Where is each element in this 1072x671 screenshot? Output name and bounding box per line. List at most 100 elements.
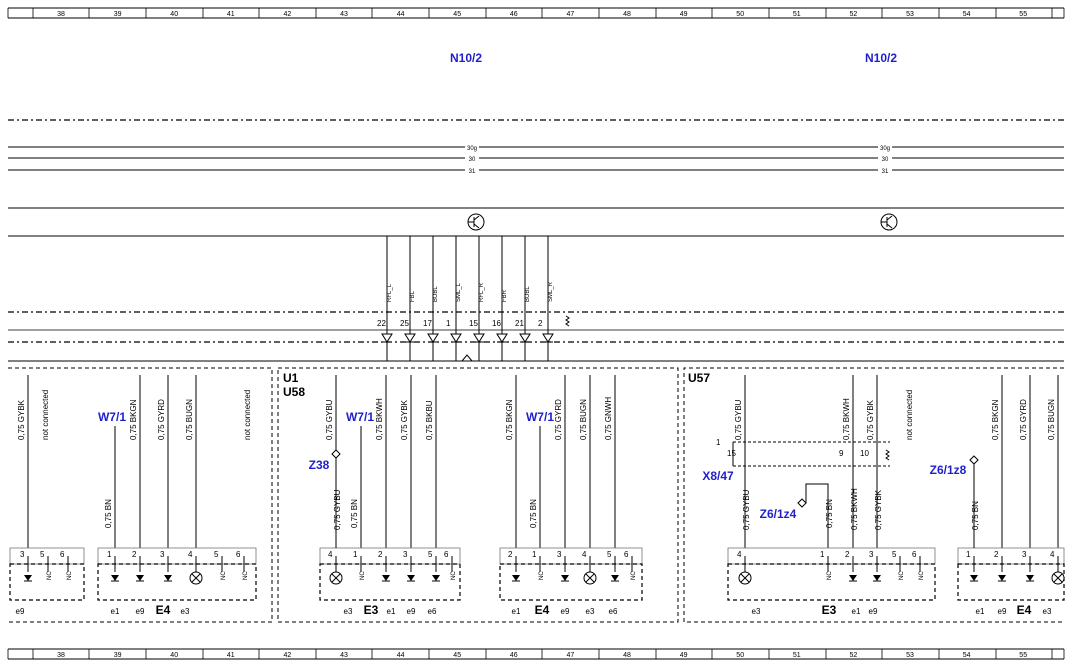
- ref-w7-1-mid: W7/1: [346, 410, 374, 424]
- x8-pin-15: 15: [727, 449, 736, 458]
- wire-label: 0,75 BN: [529, 499, 538, 528]
- lamp-label: e1: [387, 607, 396, 616]
- lamp-label: e1: [111, 607, 120, 616]
- wire-label: 0,75 BUGN: [185, 399, 194, 440]
- grid-number: 46: [510, 652, 518, 659]
- lamp-label: e3: [752, 607, 761, 616]
- nc-marker: NC: [631, 571, 637, 580]
- wire-label: 0,75 BN: [971, 501, 980, 530]
- led-icon: [970, 575, 978, 581]
- bus-label-30-r: 30: [882, 157, 889, 163]
- wire-label: 0,75 BKWH: [850, 488, 859, 530]
- wire-label: 0,75 BKWH: [842, 398, 851, 440]
- connector-housing: [319, 547, 461, 565]
- splice-wire: [805, 483, 829, 503]
- signal-name: BUBL: [433, 286, 439, 302]
- pin-number: 6: [624, 550, 629, 559]
- x8-pin-9: 9: [839, 449, 844, 458]
- signal-name: RFL_L: [387, 283, 393, 302]
- grid-number: 53: [906, 11, 914, 18]
- lamp-label: e1: [976, 607, 985, 616]
- grid-number: 49: [680, 11, 688, 18]
- wire-label: 0,75 GYBK: [400, 399, 409, 440]
- nc-marker: NC: [67, 571, 73, 580]
- pin-number: 5: [607, 550, 612, 559]
- nc-marker: NC: [899, 571, 905, 580]
- bus-label-31-r: 31: [882, 169, 889, 175]
- wire-label: not connected: [905, 390, 914, 440]
- pin-number: 6: [60, 550, 65, 559]
- transistor-icon: [880, 213, 898, 231]
- nc-marker: NC: [360, 571, 366, 580]
- pin-number: 5: [214, 550, 219, 559]
- led-icon: [24, 575, 32, 581]
- pin-number: 1: [966, 550, 971, 559]
- bus-label-30g-r: 30g: [880, 146, 890, 152]
- pin-number: 1: [532, 550, 537, 559]
- connector-pin-number: 25: [400, 319, 409, 328]
- led-icon: [561, 575, 569, 581]
- unit-label-u58: U58: [283, 385, 305, 399]
- grid-number: 38: [57, 11, 65, 18]
- section-box-middle: [277, 367, 679, 623]
- unit-label: E4: [535, 603, 550, 617]
- lamp-unit-box: [957, 563, 1065, 601]
- connector-pin-number: 16: [492, 319, 501, 328]
- pin-number: 2: [132, 550, 137, 559]
- power-bus: 30g 30 31 30g 30 31: [8, 143, 1064, 175]
- wire-label: 0,75 BN: [825, 499, 834, 528]
- wire-label: 0,75 BKWH: [375, 398, 384, 440]
- lamp-label: e3: [344, 607, 353, 616]
- connector-pin-icon: [427, 333, 439, 343]
- led-icon: [164, 575, 172, 581]
- bus-label-31: 31: [469, 169, 476, 175]
- wire-label: 0,75 GYRD: [554, 399, 563, 440]
- lamp-unit-box: [97, 563, 257, 601]
- wire-label: 0,75 GYBU: [734, 399, 743, 440]
- nc-marker: NC: [827, 571, 833, 580]
- pin-number: 1: [820, 550, 825, 559]
- pin-number: 5: [892, 550, 897, 559]
- grid-number: 46: [510, 11, 518, 18]
- x8-pin-1: 1: [716, 438, 721, 447]
- pin-number: 6: [912, 550, 917, 559]
- connector-pin-number: 22: [377, 319, 386, 328]
- lamp-unit-box: [727, 563, 936, 601]
- grid-number: 43: [340, 652, 348, 659]
- grid-number: 39: [114, 652, 122, 659]
- pin-number: 4: [328, 550, 333, 559]
- wire-label: 0,75 BKBU: [425, 400, 434, 440]
- pin-number: 3: [20, 550, 25, 559]
- wire-label: 0,75 GYBU: [333, 489, 342, 530]
- unit-label: E3: [822, 603, 837, 617]
- connector-housing: [727, 547, 936, 565]
- wire-label: not connected: [243, 390, 252, 440]
- pin-number: 3: [160, 550, 165, 559]
- lamp-label: e3: [586, 607, 595, 616]
- led-icon: [873, 575, 881, 581]
- grid-number: 55: [1019, 11, 1027, 18]
- unit-label: E4: [156, 603, 171, 617]
- connector-pin-icon: [519, 333, 531, 343]
- connector-pin-icon: [404, 333, 416, 343]
- bus-label-30g: 30g: [467, 146, 477, 152]
- led-icon: [1026, 575, 1034, 581]
- wire-label: 0,75 GYRD: [157, 399, 166, 440]
- module-ref-right: N10/2: [865, 51, 897, 65]
- wire-runs: 0,75 GYBK not connected 0,75 BKGN 0,75 GYRD…: [17, 375, 1059, 548]
- grid-number: 42: [284, 11, 292, 18]
- pin-number: 3: [1022, 550, 1027, 559]
- wire-label: 0,75 BKGN: [129, 399, 138, 440]
- pin-number: 3: [557, 550, 562, 559]
- nc-marker: NC: [451, 571, 457, 580]
- grid-number: 47: [567, 11, 575, 18]
- connector-pin-icon: [542, 333, 554, 343]
- connector-pin-number: 15: [469, 319, 478, 328]
- unit-label-u57: U57: [688, 371, 710, 385]
- grid-number: 54: [963, 652, 971, 659]
- signal-name: FBR: [502, 289, 508, 302]
- grid-number: 40: [170, 652, 178, 659]
- connector-pin-icon: [496, 333, 508, 343]
- wire-label: 0,75 GYBK: [866, 399, 875, 440]
